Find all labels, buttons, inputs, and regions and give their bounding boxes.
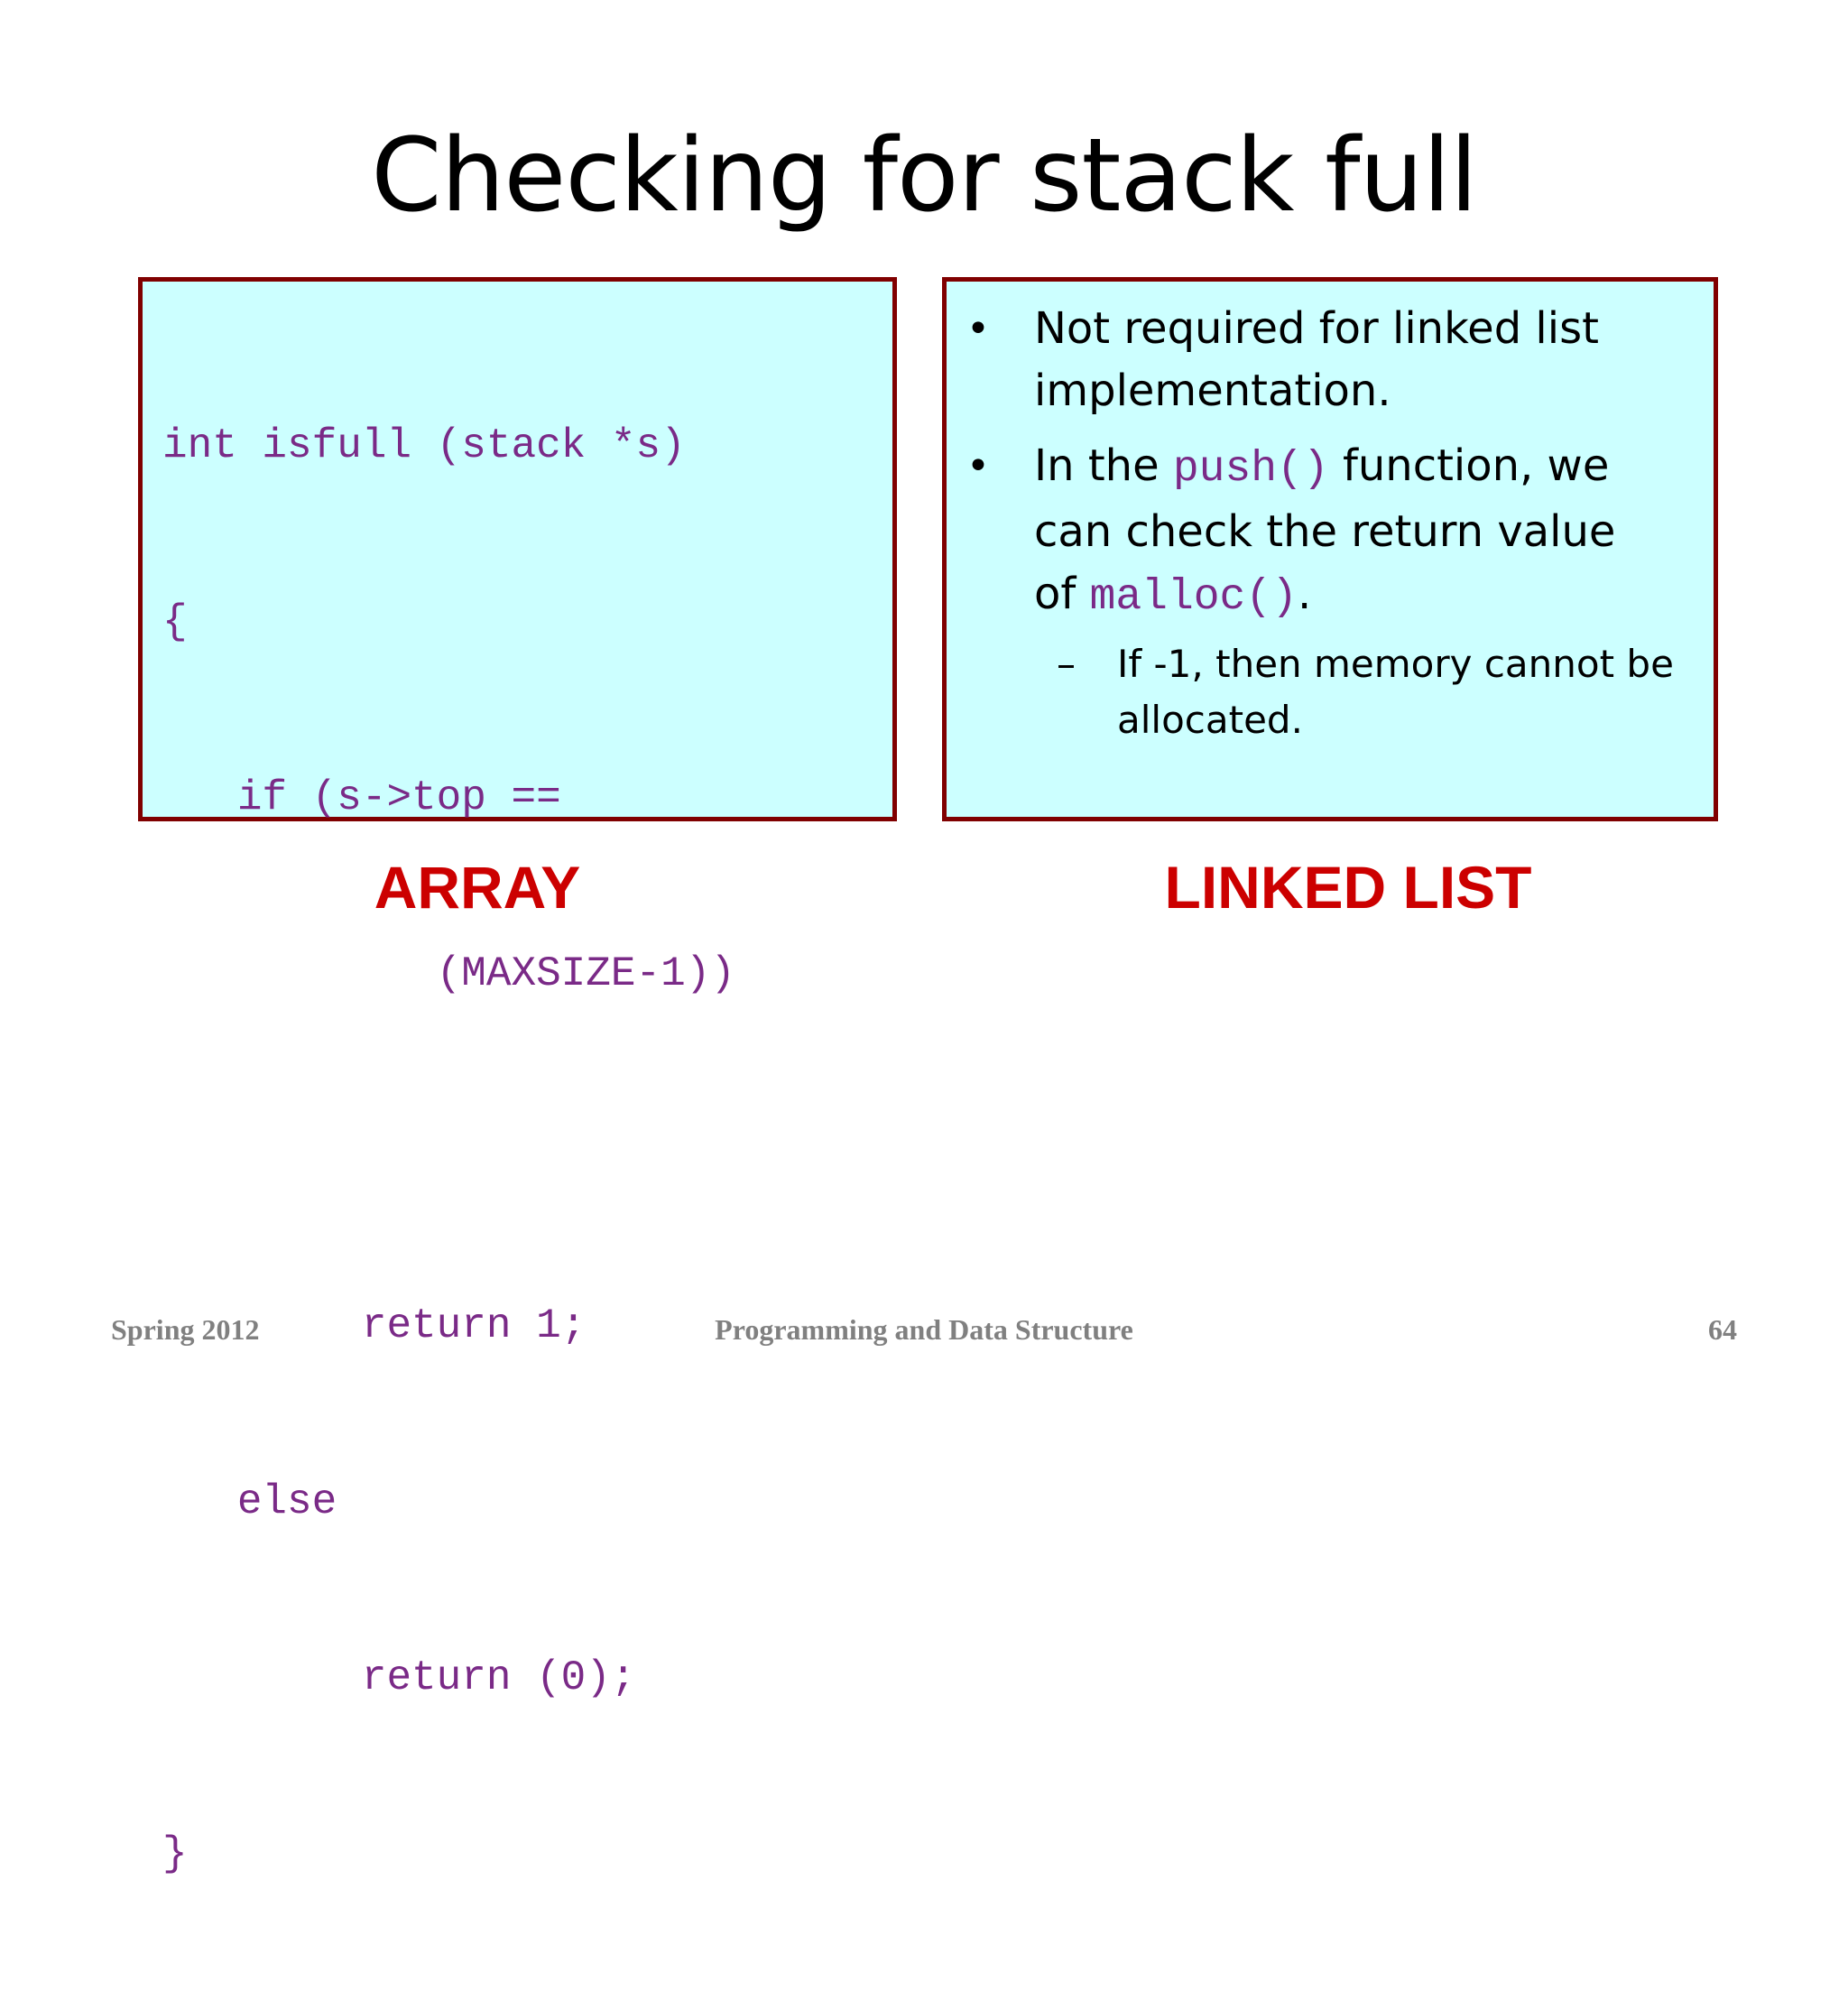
code-line: { [162,598,188,645]
footer-page-number: 64 [1708,1313,1737,1346]
malloc-function-code: malloc() [1089,573,1298,622]
bullet-item: • In the push() function, we can check t… [947,435,1666,629]
dash-icon: – [1057,642,1076,686]
isfull-code-block: int isfull (stack *s) { if (s->top == (M… [162,300,735,2001]
bullet-list: • Not required for linked list implement… [947,298,1714,748]
slide-title: Checking for stack full [371,117,1478,235]
linked-list-caption: LINKED LIST [1164,854,1532,921]
bullet-dot-icon: • [966,443,990,489]
code-line: (MAXSIZE-1)) [162,950,735,997]
code-line: if (s->top == [162,774,561,821]
footer-course-title: Programming and Data Structure [715,1313,1133,1346]
bullet-text: Not required for linked list implementat… [1034,303,1599,416]
bullet-dot-icon: • [966,306,990,352]
array-caption: ARRAY [374,854,581,921]
code-line: return (0); [162,1654,636,1701]
code-line: } [162,1830,188,1877]
sub-bullet-item: – If -1, then memory cannot be allocated… [947,636,1677,748]
array-code-panel: int isfull (stack *s) { if (s->top == (M… [138,277,897,1877]
code-line: else [162,1478,337,1525]
linked-list-notes-panel: • Not required for linked list implement… [942,277,1718,821]
code-line: return 1; [162,1302,587,1349]
sub-bullet-text: If -1, then memory cannot be allocated. [1117,642,1674,742]
footer-date: Spring 2012 [111,1313,260,1346]
bullet-text-prefix: In the [1034,440,1173,491]
slide: Checking for stack full int isfull (stac… [111,117,1737,1877]
code-line: int isfull (stack *s) [162,422,686,469]
code-line [162,1121,735,1180]
bullet-text-suffix: . [1297,569,1312,619]
bullet-item: • Not required for linked list implement… [947,298,1666,422]
push-function-code: push() [1172,445,1329,494]
bullet-text-middle: function, we can check the return value … [1034,440,1616,619]
